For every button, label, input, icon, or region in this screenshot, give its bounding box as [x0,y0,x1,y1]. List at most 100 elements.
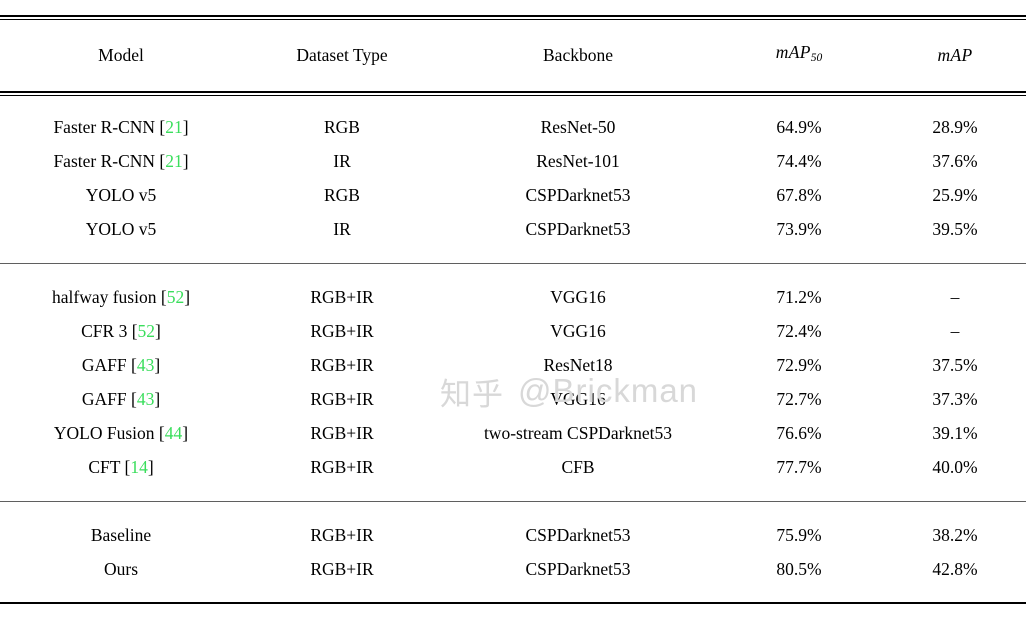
table-header: Model Dataset Type Backbone mAP50 mAP [0,0,1026,110]
cell-model: Baseline [0,518,242,552]
model-name: Faster R-CNN [53,117,156,137]
citation-bracket-open: [ [130,389,137,409]
cell-backbone: CSPDarknet53 [525,219,631,239]
citation-bracket-close: ] [147,457,154,477]
cell-map50: 72.9% [776,355,822,375]
cell-backbone: VGG16 [550,287,606,307]
model-name: YOLO Fusion [53,423,155,443]
model-name: CFT [88,457,121,477]
cell-map: 28.9% [932,117,978,137]
table-rule-header [0,76,1026,110]
cell-map: 40.0% [932,457,978,477]
citation-bracket-open: [ [131,321,138,341]
table-footer [0,586,1026,620]
map-label: mAP [937,45,973,65]
model-name: Ours [103,559,139,579]
cell-dataset-type: RGB+IR [310,423,374,443]
cell-map: – [950,321,960,341]
citation-bracket-open: [ [130,355,137,375]
citation-bracket-close: ] [184,287,191,307]
column-header-model: Model [98,45,144,65]
cell-model: Faster R-CNN [21] [0,144,242,178]
citation-link[interactable]: 52 [137,321,156,341]
citation-bracket-open: [ [160,287,167,307]
cell-map50: 74.4% [776,151,822,171]
cell-backbone: two-stream CSPDarknet53 [483,423,673,443]
cell-model: halfway fusion [52] [0,280,242,314]
cell-map: 25.9% [932,185,978,205]
column-header-map: mAP [884,34,1026,76]
cell-dataset-type: RGB+IR [310,287,374,307]
cell-map50: 64.9% [776,117,822,137]
citation-bracket-close: ] [182,151,189,171]
cell-dataset-type: RGB+IR [310,559,374,579]
citation-link[interactable]: 21 [165,117,183,137]
column-header-backbone: Backbone [543,45,613,65]
cell-map50: 67.8% [776,185,822,205]
cell-dataset-type: RGB+IR [310,457,374,477]
cell-model: GAFF [43] [0,382,242,416]
cell-dataset-type: RGB+IR [310,389,374,409]
citation-link[interactable]: 21 [165,151,183,171]
model-name: CFR 3 [81,321,128,341]
cell-model: Ours [0,552,242,586]
cell-map: 37.3% [932,389,978,409]
cell-map: 42.8% [932,559,978,579]
cell-map50: 80.5% [776,559,822,579]
cell-dataset-type: RGB+IR [310,321,374,341]
citation-link[interactable]: 43 [136,389,155,409]
citation-bracket-close: ] [182,117,189,137]
model-name: Baseline [90,525,152,545]
table-row: YOLO v5 RGB CSPDarknet53 67.8% 25.9% [0,178,1026,212]
cell-map50: 72.4% [776,321,822,341]
table-header-row: Model Dataset Type Backbone mAP50 mAP [0,34,1026,76]
column-header-map50: mAP50 [714,34,884,76]
citation-bracket-close: ] [155,321,161,341]
cell-backbone: VGG16 [550,321,606,341]
table-rule-group [0,246,1026,280]
cell-dataset-type: RGB [324,185,360,205]
cell-map: 37.5% [932,355,978,375]
model-name: halfway fusion [51,287,157,307]
cell-map: 39.5% [932,219,978,239]
cell-model: Faster R-CNN [21] [0,110,242,144]
cell-model: YOLO Fusion [44] [0,416,242,450]
table-rule-bottom [0,586,1026,620]
model-name: GAFF [81,389,127,409]
citation-link[interactable]: 52 [166,287,185,307]
cell-model: CFT [14] [0,450,242,484]
citation-link[interactable]: 43 [136,355,155,375]
cell-backbone: CSPDarknet53 [525,525,631,545]
citation-bracket-close: ] [154,355,161,375]
cell-dataset-type: RGB+IR [310,355,374,375]
column-header-dataset-type: Dataset Type [296,45,388,65]
table-rule-group [0,484,1026,518]
citation-link[interactable]: 44 [164,423,183,443]
cell-backbone: ResNet18 [543,355,613,375]
cell-model: YOLO v5 [0,212,242,246]
cell-dataset-type: RGB+IR [310,525,374,545]
cell-backbone: VGG16 [550,389,606,409]
table-row: YOLO v5 IR CSPDarknet53 73.9% 39.5% [0,212,1026,246]
cell-model: CFR 3 [52] [0,314,242,348]
citation-bracket-close: ] [154,389,161,409]
cell-backbone: CSPDarknet53 [525,185,631,205]
cell-backbone: CFB [561,457,595,477]
cell-map: 38.2% [932,525,978,545]
cell-map: – [950,287,960,307]
model-name: Faster R-CNN [53,151,156,171]
cell-model: YOLO v5 [0,178,242,212]
cell-map: 39.1% [932,423,978,443]
citation-link[interactable]: 14 [130,457,148,477]
cell-map50: 73.9% [776,219,822,239]
cell-dataset-type: IR [333,219,351,239]
